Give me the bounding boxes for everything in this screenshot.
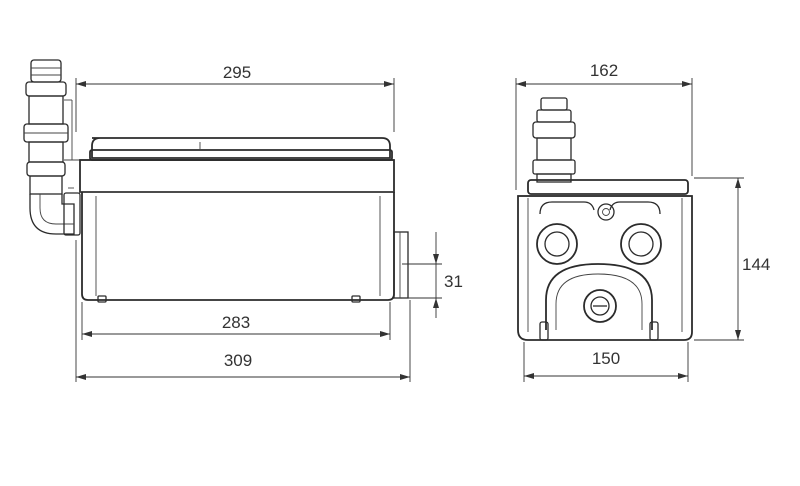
dim-side-outlet-label: 31 bbox=[444, 272, 463, 291]
dim-side-top: 295 bbox=[75, 63, 395, 132]
side-outlet bbox=[393, 231, 409, 299]
front-body bbox=[517, 179, 693, 341]
side-vertical-pipe bbox=[23, 59, 90, 195]
dim-front-bottom-label: 150 bbox=[592, 349, 620, 368]
front-arch bbox=[539, 263, 659, 341]
front-right-port bbox=[620, 223, 662, 265]
dim-side-bottom-overall-label: 309 bbox=[224, 351, 252, 370]
dim-side-top-label: 295 bbox=[223, 63, 251, 82]
dim-front-height: 144 bbox=[694, 177, 770, 341]
dim-side-outlet: 31 bbox=[402, 232, 463, 318]
front-connector bbox=[532, 97, 576, 183]
dim-front-top-label: 162 bbox=[590, 61, 618, 80]
front-view bbox=[517, 97, 693, 341]
dim-side-bottom-inner: 283 bbox=[81, 302, 391, 340]
front-left-port bbox=[536, 223, 578, 265]
dim-front-bottom: 150 bbox=[523, 342, 689, 382]
dim-side-bottom-inner-label: 283 bbox=[222, 313, 250, 332]
side-tank bbox=[79, 137, 395, 303]
dim-front-top: 162 bbox=[515, 61, 693, 190]
side-elbow bbox=[29, 187, 81, 236]
dim-side-bottom-overall: 309 bbox=[75, 240, 411, 382]
side-view bbox=[23, 59, 409, 303]
front-top-bolt bbox=[597, 203, 615, 221]
dim-front-height-label: 144 bbox=[742, 255, 770, 274]
